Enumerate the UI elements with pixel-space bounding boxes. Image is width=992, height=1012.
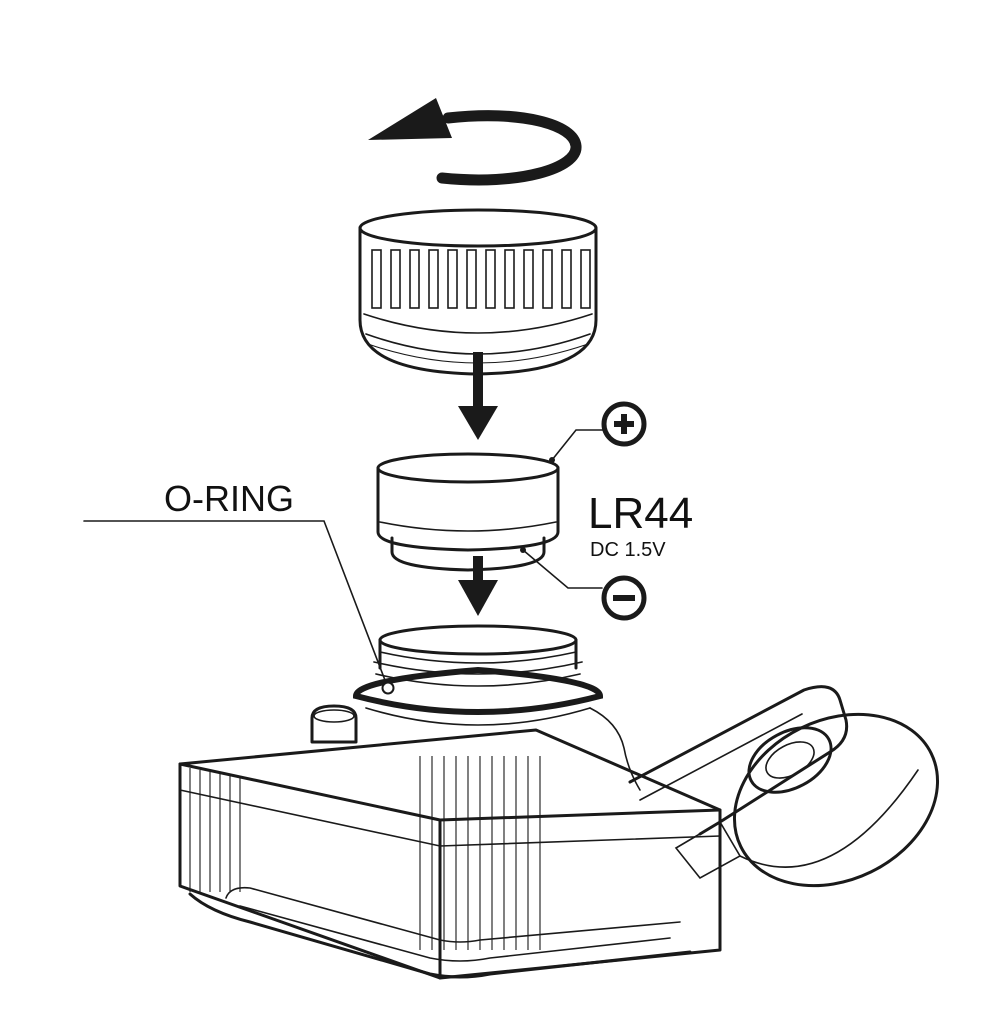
o-ring-marker <box>381 681 395 695</box>
cap-rib <box>409 249 420 309</box>
lr44-battery <box>376 452 560 572</box>
cap-rib <box>428 249 439 309</box>
battery-model-label: LR44 <box>588 489 693 538</box>
cap-rib <box>580 249 591 309</box>
cap-rib <box>523 249 534 309</box>
cap-rib <box>371 249 382 309</box>
device-housing <box>178 728 722 980</box>
cap-rib <box>504 249 515 309</box>
positive-terminal-callout: + <box>551 401 647 461</box>
down-arrow-icon <box>458 556 498 616</box>
down-arrow-icon <box>458 352 498 440</box>
housing-boss <box>310 704 358 744</box>
battery-cap <box>358 208 598 376</box>
o-ring-leader-line <box>83 520 389 689</box>
o-ring-label: O-RING <box>164 478 294 519</box>
rotation-arrow-icon <box>368 98 582 186</box>
cap-rib <box>542 249 553 309</box>
negative-terminal-callout: − <box>522 549 647 621</box>
battery-voltage-label: DC 1.5V <box>590 539 666 561</box>
cap-rib <box>447 249 458 309</box>
cap-rib <box>466 249 477 309</box>
cap-rib <box>390 249 401 309</box>
cap-rib <box>561 249 572 309</box>
suction-cup-mount <box>628 685 940 888</box>
cap-rib <box>485 249 496 309</box>
threaded-neck <box>352 624 641 791</box>
